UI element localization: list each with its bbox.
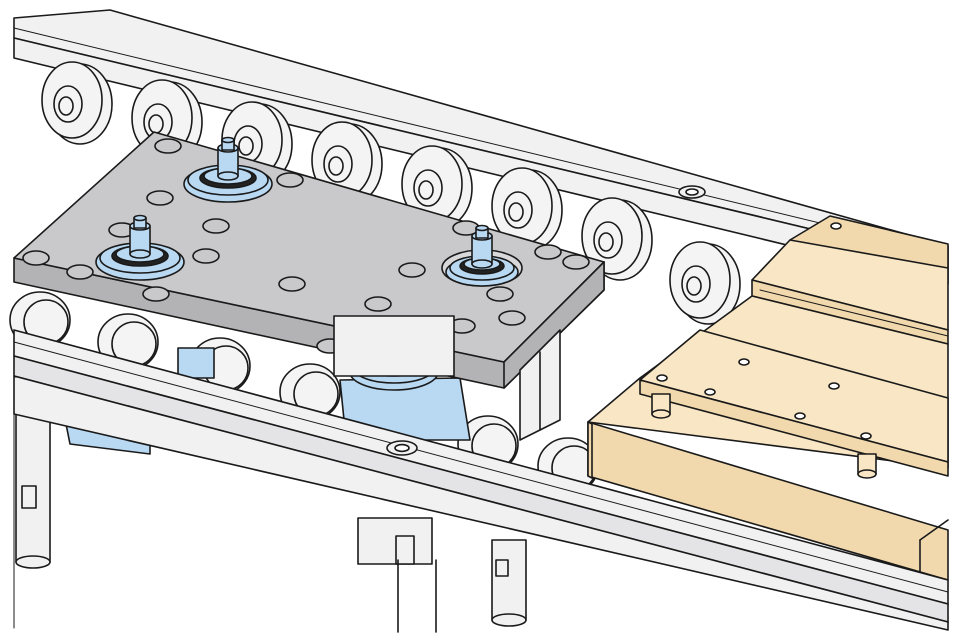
pallet-hole [656,374,668,382]
bracket [357,517,433,565]
pallet-hole [828,382,840,390]
plate-hole [534,244,562,260]
roller [581,197,653,281]
plate-hole [486,286,514,302]
plate-hole [142,286,170,302]
plate-hole [192,248,220,264]
locating-pin [95,214,185,281]
plate-hole [398,262,426,278]
pallet-hole [860,432,872,440]
plate-hole [364,296,392,312]
roller [401,145,473,229]
pallet-hole [738,358,750,366]
locating-pin [183,136,273,203]
plate-hole [202,218,230,234]
plate-hole [278,276,306,292]
plate-hole [146,190,174,206]
workpiece-pallet [587,215,949,581]
plate-hole [66,264,94,280]
roller [669,241,741,325]
support-legs [15,411,527,633]
plate-hole [276,172,304,188]
pallet-hole [794,412,806,420]
roller [279,363,341,421]
plate-holes [22,138,590,354]
plate-hole [154,138,182,154]
front-rail [13,329,949,631]
plate-hole [22,250,50,266]
plate-hole [498,310,526,326]
pallet-hole [830,222,842,230]
support-leg [491,539,527,621]
plate-hole [562,254,590,270]
pallet-holes [656,222,872,440]
roller [41,61,113,145]
locating-pin [441,224,523,287]
roller [491,167,563,251]
back-rail [13,9,949,285]
pallet-hole [704,388,716,396]
guide-rollers [333,315,455,377]
